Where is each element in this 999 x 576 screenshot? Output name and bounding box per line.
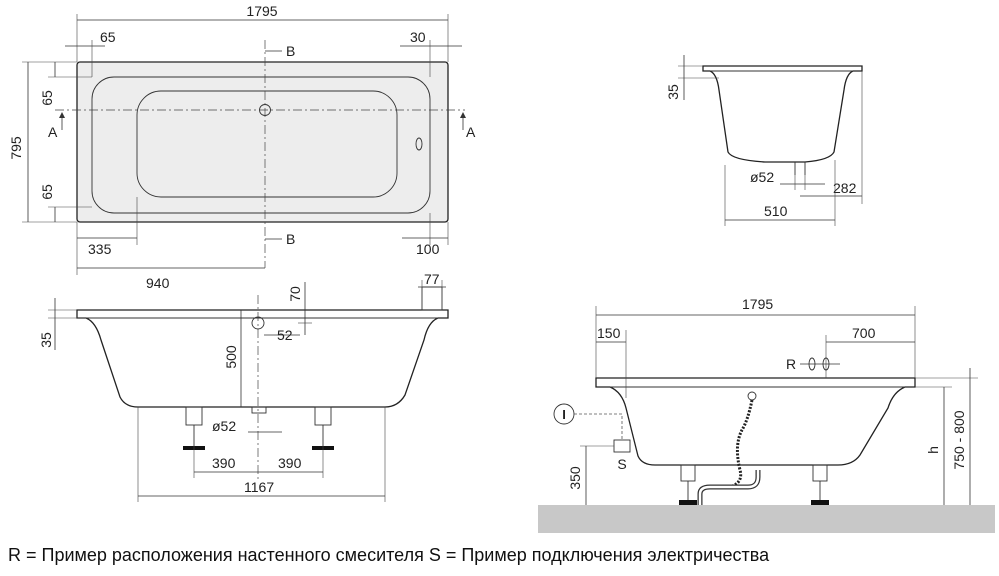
dim-a-282: 282 (833, 180, 857, 196)
installation-drain-hose (724, 399, 754, 490)
dim-a-510: 510 (764, 203, 788, 219)
side-b-leg-left (185, 406, 203, 426)
dim-top-335: 335 (88, 241, 112, 257)
side-section-b-outline (76, 309, 449, 408)
dim-inst-height-range: 750 - 800 (951, 410, 967, 469)
top-view-floor (136, 90, 398, 198)
dim-inst-700: 700 (852, 325, 876, 341)
cross-section-a-outline (702, 65, 863, 163)
side-section-b: 35 500 70 52 77 ø52 390 390 1167 (38, 271, 449, 502)
electric-connection-symbol: I (562, 407, 566, 422)
dim-b-depth: 500 (223, 345, 239, 369)
dim-inst-h: h (925, 446, 941, 454)
dim-b-1167: 1167 (244, 479, 274, 495)
dim-b-390-left: 390 (212, 455, 236, 471)
installation-floor (538, 505, 995, 533)
dim-inst-length: 1795 (742, 296, 773, 312)
side-b-leg-right (314, 406, 332, 426)
top-view-outline (76, 61, 449, 223)
installation-view: 1795 150 700 R I S 350 h 750 - 800 (538, 296, 995, 533)
mixer-icon-right (822, 357, 830, 371)
electric-box (613, 439, 631, 453)
section-mark-a-left: A (48, 124, 58, 140)
dim-b-77: 77 (424, 271, 440, 287)
dim-b-rim: 35 (38, 332, 54, 348)
dim-top-width: 795 (8, 136, 24, 160)
dim-a-drain-diameter: ø52 (750, 169, 774, 185)
dim-top-length: 1795 (246, 3, 277, 19)
dim-top-940: 940 (146, 275, 170, 291)
dim-top-rim-top: 65 (39, 90, 55, 106)
cross-section-a: 35 ø52 282 510 (665, 55, 863, 226)
dim-b-390-right: 390 (278, 455, 302, 471)
dim-top-left-rim: 65 (100, 29, 116, 45)
section-mark-a-right: A (466, 124, 476, 140)
dim-b-52: 52 (277, 327, 293, 343)
dim-inst-350: 350 (567, 466, 583, 490)
top-view-basin (91, 76, 431, 214)
top-view-overflow-icon (415, 137, 423, 151)
dim-a-rim: 35 (665, 84, 681, 100)
dim-top-100: 100 (416, 241, 440, 257)
installation-tub-outline (595, 377, 916, 466)
dim-b-drain-diameter: ø52 (212, 418, 236, 434)
mixer-icon-left (808, 357, 816, 371)
label-electric-s: S (617, 456, 626, 472)
label-mixer-r: R (786, 356, 796, 372)
technical-drawing: 1795 65 30 B B A A 795 65 65 (8, 3, 995, 533)
dim-top-rim-bottom: 65 (39, 184, 55, 200)
top-view: 1795 65 30 B B A A 795 65 65 (8, 3, 476, 291)
section-mark-b-bottom: B (286, 231, 295, 247)
section-mark-b-top: B (286, 43, 295, 59)
legend-text: R = Пример расположения настенного смеси… (8, 545, 770, 565)
dim-inst-150: 150 (597, 325, 621, 341)
dim-b-70: 70 (287, 286, 303, 302)
dim-top-right-rim: 30 (410, 29, 426, 45)
